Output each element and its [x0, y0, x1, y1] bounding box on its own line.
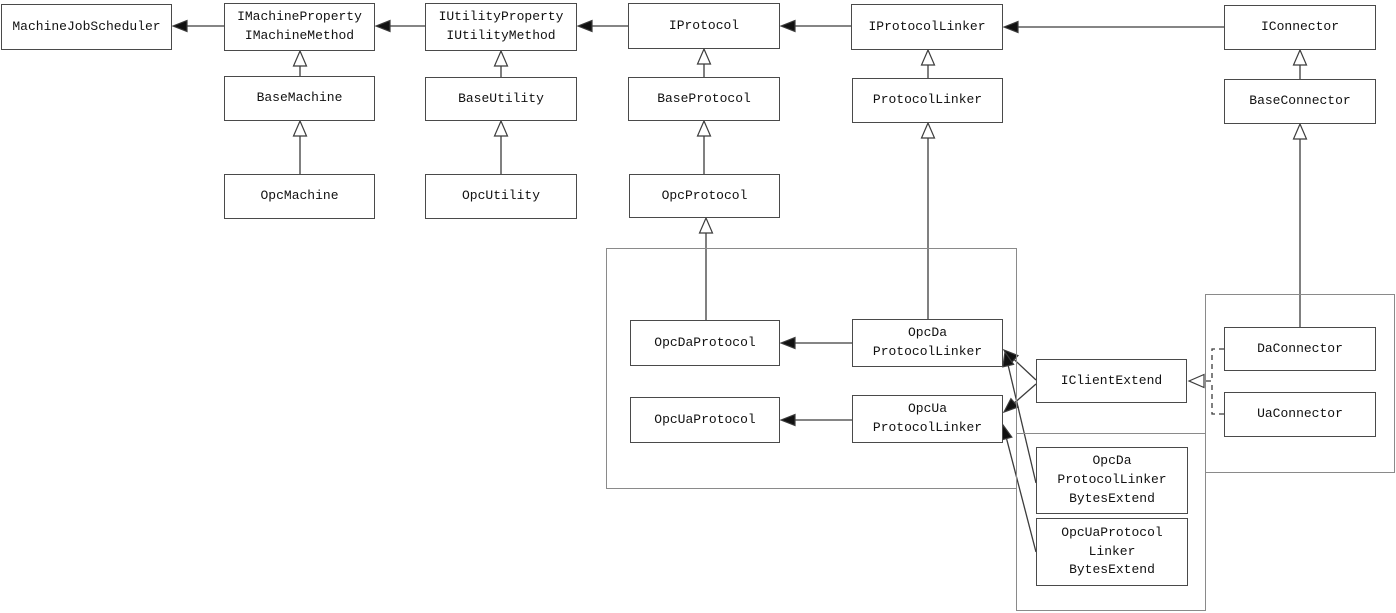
inherit-triangle-base-connector--i-connector [1292, 48, 1308, 66]
class-label: OpcUaProtocol [1061, 524, 1163, 540]
inherit-triangle-base-protocol--i-protocol [696, 47, 712, 65]
class-label: OpcUaProtocol [654, 411, 756, 427]
class-label: ProtocolLinker [872, 344, 983, 359]
class-box-opc-ua-protocol[interactable]: OpcUaProtocol [630, 397, 780, 443]
class-box-opc-utility[interactable]: OpcUtility [425, 174, 577, 219]
class-label: UaConnector [1257, 406, 1343, 422]
class-label: Linker [1088, 543, 1136, 559]
class-box-ua-connector[interactable]: UaConnector [1224, 392, 1376, 437]
arrowhead-i-client-extend--opc-ua-protocol-linker [1002, 397, 1020, 414]
class-label: OpcMachine [260, 188, 339, 204]
class-box-base-connector[interactable]: BaseConnector [1224, 79, 1376, 124]
class-label: BaseProtocol [657, 90, 751, 106]
bytes-extend-group [1016, 433, 1206, 611]
arrowhead-i-machine-property-method--machine-job-scheduler [171, 19, 188, 33]
class-label: IProtocol [668, 17, 740, 33]
inherit-triangle-opc-da-protocol-linker--protocol-linker [920, 121, 936, 139]
edge-opc-ua-protocol-linker-bytes-extend--opc-ua-protocol-linker [1005, 438, 1037, 553]
inherit-triangle-opc-da-protocol--opc-protocol [698, 216, 714, 234]
class-box-i-connector[interactable]: IConnector [1224, 5, 1376, 50]
class-label: BaseMachine [256, 90, 343, 106]
class-box-i-protocol[interactable]: IProtocol [628, 3, 780, 49]
class-box-i-client-extend[interactable]: IClientExtend [1036, 359, 1187, 403]
class-label: OpcDaProtocol [654, 334, 756, 350]
class-box-da-connector[interactable]: DaConnector [1224, 327, 1376, 371]
class-box-i-protocol-linker[interactable]: IProtocolLinker [851, 4, 1003, 50]
class-label: BytesExtend [1069, 562, 1155, 578]
class-label: ProtocolLinker [872, 92, 983, 108]
class-box-base-protocol[interactable]: BaseProtocol [628, 77, 780, 121]
arrowhead-i-protocol-linker--i-protocol [779, 19, 796, 33]
class-label: OpcUa [907, 401, 947, 417]
class-label: IProtocolLinker [868, 18, 986, 34]
class-box-opc-da-protocol[interactable]: OpcDaProtocol [630, 320, 780, 366]
class-box-protocol-linker[interactable]: ProtocolLinker [852, 78, 1003, 123]
edge-i-client-extend--opc-ua-protocol-linker [1014, 383, 1037, 404]
class-box-opc-protocol[interactable]: OpcProtocol [629, 174, 780, 218]
class-label: ProtocolLinker [1057, 472, 1167, 488]
class-label: IConnector [1260, 19, 1339, 35]
class-box-machine-job-scheduler[interactable]: MachineJobScheduler [1, 4, 172, 50]
edge-opc-da-protocol-linker-bytes-extend--opc-da-protocol-linker [1007, 365, 1037, 484]
inherit-triangle-base-machine--i-machine-property-method [292, 49, 308, 67]
inherit-triangle-opc-protocol--base-protocol [696, 119, 712, 137]
class-label: BaseUtility [458, 90, 544, 106]
class-label: MachineJobScheduler [12, 18, 161, 34]
arrowhead-i-connector--i-protocol-linker [1002, 20, 1019, 34]
inherit-triangle-protocol-linker--i-protocol-linker [920, 48, 936, 66]
class-label: ProtocolLinker [872, 420, 983, 435]
class-label: DaConnector [1257, 340, 1343, 356]
edge-ua-connector--i-client-extend [1211, 381, 1224, 415]
class-label: IUtilityMethod [446, 28, 556, 43]
arrowhead-opc-da-protocol-linker-bytes-extend--opc-da-protocol-linker [1002, 350, 1015, 368]
class-label: OpcUtility [461, 188, 540, 204]
inherit-triangle-da-connector--base-connector [1292, 122, 1308, 140]
class-box-base-utility[interactable]: BaseUtility [425, 77, 577, 121]
class-label: OpcDa [1092, 453, 1132, 469]
inherit-triangle-opc-utility--base-utility [493, 119, 509, 137]
class-label: OpcProtocol [661, 187, 748, 203]
inherit-triangle-da-connector--i-client-extend [1187, 373, 1205, 389]
class-label: IMachineMethod [244, 28, 355, 43]
arrowhead-opc-ua-protocol-linker--opc-ua-protocol [779, 413, 796, 427]
inherit-triangle-base-utility--i-utility-property-method [493, 49, 509, 67]
connector-group [1205, 294, 1395, 473]
edge-i-client-extend--opc-da-protocol-linker [1013, 359, 1037, 381]
class-label: IMachineProperty [237, 9, 362, 25]
class-label: BytesExtend [1069, 490, 1155, 506]
class-label: BaseConnector [1249, 93, 1351, 109]
class-box-opc-machine[interactable]: OpcMachine [224, 174, 375, 219]
class-label: IUtilityProperty [438, 9, 564, 25]
class-label: IClientExtend [1060, 372, 1163, 388]
arrowhead-i-protocol--i-utility-property-method [576, 19, 593, 33]
arrowhead-i-utility-property-method--i-machine-property-method [374, 19, 391, 33]
arrowhead-opc-da-protocol-linker--opc-da-protocol [779, 336, 796, 350]
inherit-triangle-opc-machine--base-machine [292, 119, 308, 137]
opc-protocol-group [606, 248, 1017, 489]
class-label: OpcDa [907, 325, 947, 341]
edge-da-connector--i-client-extend [1204, 348, 1224, 382]
class-box-base-machine[interactable]: BaseMachine [224, 76, 375, 121]
